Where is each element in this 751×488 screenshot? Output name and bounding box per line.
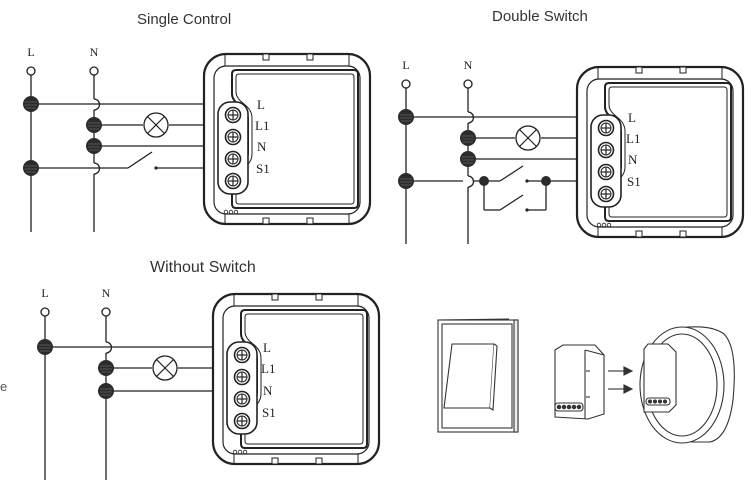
supply-terminal-l: [26, 66, 36, 76]
relay-module-diagram: [577, 67, 743, 237]
junction-dot: [97, 359, 115, 377]
terminal-label-n: N: [628, 152, 638, 167]
relay-module-icon: [554, 344, 605, 420]
terminal-label-l1: L1: [255, 118, 269, 133]
terminal-label-n: N: [257, 139, 267, 154]
terminal-label-s1: S1: [627, 174, 641, 189]
junction-dot: [22, 95, 40, 113]
diagram-title-single-control: Single Control: [137, 11, 232, 28]
supply-terminal-n: [101, 307, 111, 317]
junction-dot: [459, 150, 477, 168]
supply-label-n: N: [464, 58, 473, 72]
terminal-label-l: L: [628, 110, 636, 125]
relay-module-diagram: [213, 294, 379, 464]
junction-dot: [85, 137, 103, 155]
terminal-label-s1: S1: [262, 405, 276, 420]
junction-dot: [479, 176, 489, 186]
junction-dot: [85, 116, 103, 134]
supply-terminal-n: [89, 66, 99, 76]
wall-box-icon: [639, 326, 735, 444]
terminal-label-l1: L1: [261, 361, 275, 376]
lamp-icon: [152, 355, 178, 381]
lamp-icon: [143, 112, 169, 138]
edge-text-fragment: e: [0, 379, 8, 394]
supply-label-n: N: [102, 286, 111, 300]
arrow-icons: [608, 366, 634, 394]
supply-label-l: L: [402, 58, 409, 72]
lamp-icon: [515, 125, 541, 151]
diagram-title-without-switch: Without Switch: [150, 259, 256, 276]
diagram-single-control: [26, 66, 230, 232]
terminal-label-n: N: [263, 383, 273, 398]
wall-switch-icon: [437, 318, 519, 433]
diagram-without-switch: [40, 307, 240, 480]
installation-illustration: [437, 318, 735, 444]
junction-dot: [459, 129, 477, 147]
junction-dot: [22, 159, 40, 177]
terminal-label-l: L: [257, 97, 265, 112]
relay-module-diagram: [204, 54, 370, 224]
supply-label-n: N: [90, 45, 99, 59]
terminal-label-l1: L1: [626, 131, 640, 146]
diagram-title-double-switch: Double Switch: [492, 8, 588, 25]
diagram-double-switch: [401, 79, 604, 244]
junction-dot: [397, 108, 415, 126]
supply-terminal-n: [463, 79, 473, 89]
supply-label-l: L: [27, 45, 34, 59]
supply-terminal-l: [40, 307, 50, 317]
terminal-label-s1: S1: [256, 161, 270, 176]
junction-dot: [541, 176, 551, 186]
junction-dot: [397, 172, 415, 190]
supply-terminal-l: [401, 79, 411, 89]
supply-label-l: L: [41, 286, 48, 300]
terminal-label-l: L: [263, 340, 271, 355]
junction-dot: [97, 382, 115, 400]
junction-dot: [36, 338, 54, 356]
